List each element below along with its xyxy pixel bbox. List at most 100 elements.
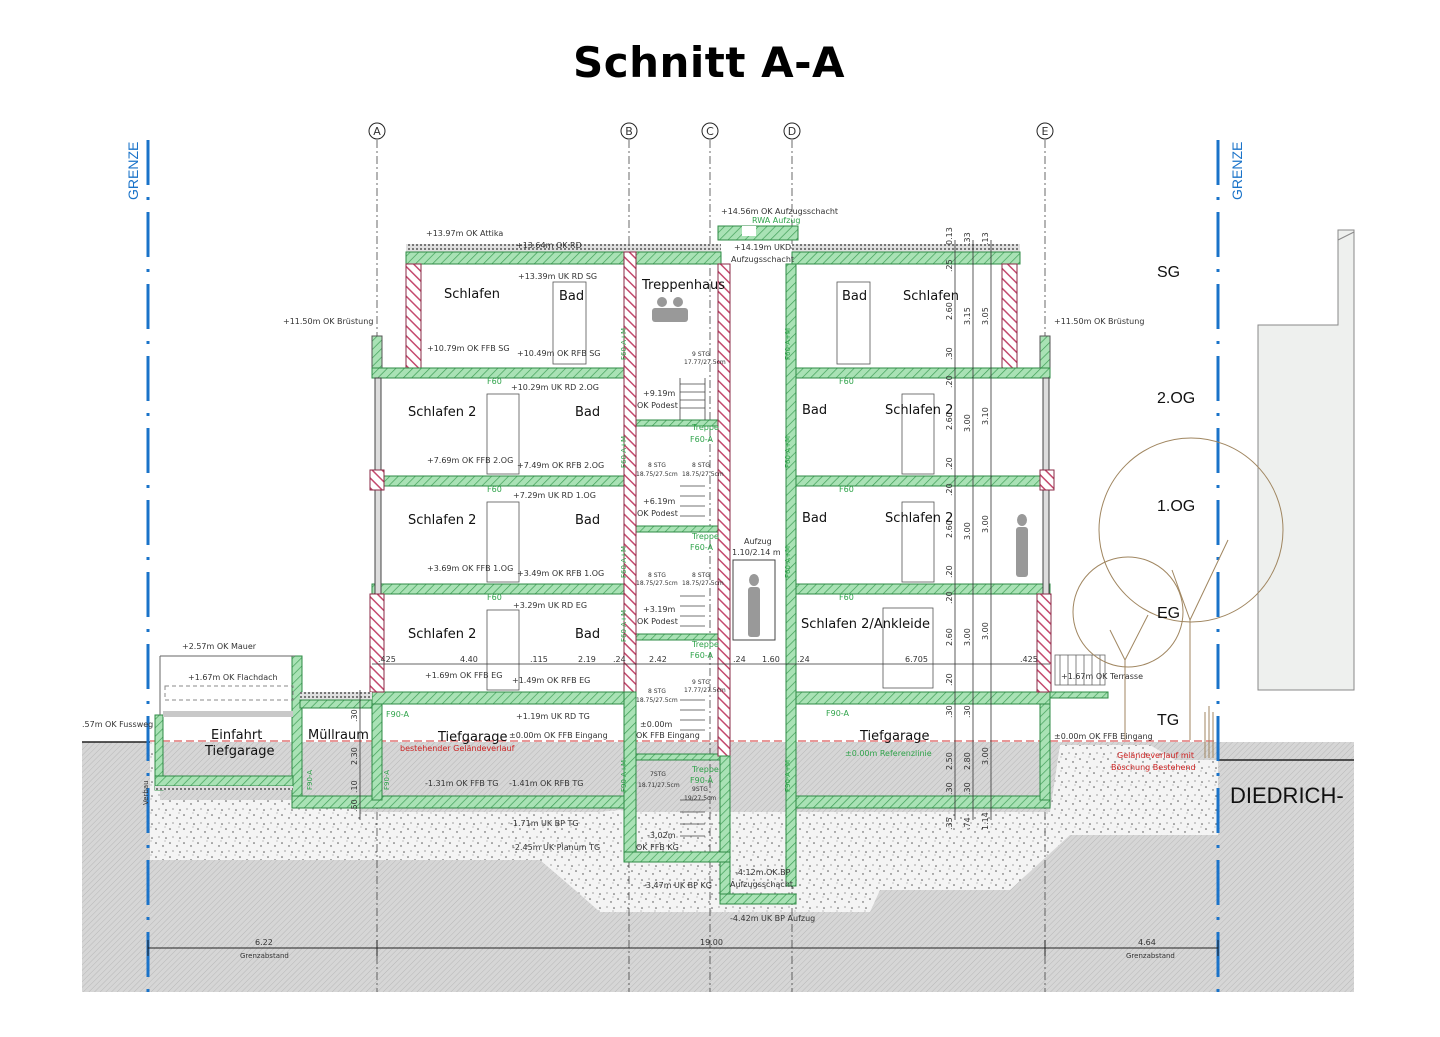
svg-text:8 STG: 8 STG <box>692 462 710 469</box>
svg-text:17.77/27.5cm: 17.77/27.5cm <box>684 359 726 366</box>
svg-text:.74: .74 <box>963 817 972 830</box>
svg-text:8 STG: 8 STG <box>648 688 666 695</box>
level-tg: TG <box>1157 712 1179 729</box>
svg-text:.13: .13 <box>981 232 990 245</box>
svg-text:2.30: 2.30 <box>350 747 359 765</box>
svg-text:+1.67m OK Flachdach: +1.67m OK Flachdach <box>188 673 278 682</box>
svg-text:F90-A: F90-A <box>306 770 314 790</box>
level-eg: EG <box>1157 605 1180 622</box>
svg-text:+14.56m OK Aufzugsschacht: +14.56m OK Aufzugsschacht <box>721 207 838 216</box>
svg-text:F60-A+M: F60-A+M <box>620 546 628 578</box>
neighbor-building <box>1257 229 1355 691</box>
street-label: DIEDRICH- <box>1230 783 1344 808</box>
svg-text:+13.64m OK RD: +13.64m OK RD <box>516 241 582 250</box>
svg-text:Treppe: Treppe <box>691 765 719 774</box>
svg-text:Treppenhaus: Treppenhaus <box>641 278 725 293</box>
svg-text:0.13: 0.13 <box>945 227 954 245</box>
grenze-right-label: GRENZE <box>1229 142 1245 200</box>
svg-text:Müllraum: Müllraum <box>308 728 369 743</box>
svg-text:±0.00m OK FFB Eingang: ±0.00m OK FFB Eingang <box>509 731 608 740</box>
svg-text:.20: .20 <box>945 457 954 470</box>
svg-text:-3.47m UK BP KG: -3.47m UK BP KG <box>643 881 712 890</box>
svg-text:Treppe: Treppe <box>691 640 719 649</box>
svg-text:+13.97m OK Attika: +13.97m OK Attika <box>426 229 503 238</box>
svg-text:3.10: 3.10 <box>981 407 990 425</box>
svg-text:Bad: Bad <box>575 513 600 528</box>
svg-text:F90-A+M: F90-A+M <box>620 760 628 792</box>
svg-text:.30: .30 <box>945 782 954 795</box>
svg-text:+13.39m UK RD SG: +13.39m UK RD SG <box>518 272 597 281</box>
svg-text:OK Podest: OK Podest <box>637 401 678 410</box>
svg-text:F60: F60 <box>839 377 854 386</box>
axis-E: E <box>1036 122 1054 992</box>
svg-text:±0.00m: ±0.00m <box>640 720 673 729</box>
svg-text:.24: .24 <box>797 655 810 664</box>
svg-text:.20: .20 <box>945 483 954 496</box>
svg-text:1.14: 1.14 <box>981 812 990 830</box>
svg-text:bestehender Geländeverlauf: bestehender Geländeverlauf <box>400 744 515 753</box>
svg-text:.30: .30 <box>350 709 359 722</box>
svg-text:Bad: Bad <box>575 627 600 642</box>
svg-text:F90-A: F90-A <box>690 776 713 785</box>
svg-text:+3.69m OK FFB 1.OG: +3.69m OK FFB 1.OG <box>427 564 513 573</box>
svg-text:7STG: 7STG <box>650 771 666 778</box>
svg-text:17.77/27.5cm: 17.77/27.5cm <box>684 687 726 694</box>
axis-C: C <box>701 122 719 992</box>
svg-text:1.60: 1.60 <box>762 655 780 664</box>
svg-text:Tiefgarage: Tiefgarage <box>437 730 508 745</box>
svg-text:Aufzug: Aufzug <box>744 537 772 546</box>
svg-text:F60: F60 <box>487 485 502 494</box>
svg-text:+10.79m OK FFB SG: +10.79m OK FFB SG <box>427 344 510 353</box>
svg-text:4.40: 4.40 <box>460 655 478 664</box>
svg-text:Schlafen 2: Schlafen 2 <box>408 405 476 420</box>
svg-text:.20: .20 <box>945 591 954 604</box>
svg-text:Böschung Bestehend: Böschung Bestehend <box>1111 763 1196 772</box>
boundary-lines: GRENZE GRENZE <box>125 140 1245 992</box>
svg-text:.30: .30 <box>963 782 972 795</box>
svg-text:+3.29m UK RD EG: +3.29m UK RD EG <box>513 601 587 610</box>
svg-text:8 STG: 8 STG <box>648 572 666 579</box>
svg-text:.30: .30 <box>963 705 972 718</box>
svg-text:F90-A: F90-A <box>386 710 409 719</box>
svg-text:6.705: 6.705 <box>905 655 928 664</box>
svg-text:Treppe: Treppe <box>691 532 719 541</box>
svg-text:F60: F60 <box>487 377 502 386</box>
svg-text:+1.67m OK Terrasse: +1.67m OK Terrasse <box>1061 672 1143 681</box>
eg-dimension-row: .425 4.40 .115 2.19 .24 2.42 .24 1.60 .2… <box>372 655 1050 665</box>
svg-text:8 STG: 8 STG <box>648 462 666 469</box>
svg-text:4.64: 4.64 <box>1138 938 1156 947</box>
svg-text:Schlafen: Schlafen <box>444 287 500 302</box>
svg-text:.24: .24 <box>733 655 746 664</box>
svg-text:F60-A+M: F60-A+M <box>620 328 628 360</box>
svg-text:+1.19m UK RD TG: +1.19m UK RD TG <box>516 712 590 721</box>
svg-text:2.60: 2.60 <box>945 412 954 430</box>
svg-text:Grenzabstand: Grenzabstand <box>240 952 289 960</box>
svg-text:+1.49m OK RFB EG: +1.49m OK RFB EG <box>512 676 590 685</box>
svg-text:+7.69m OK FFB 2.OG: +7.69m OK FFB 2.OG <box>427 456 513 465</box>
svg-text:+3.19m: +3.19m <box>643 605 676 614</box>
svg-text:OK FFB KG: OK FFB KG <box>636 843 679 852</box>
svg-text:±0.00m OK FFB Eingang: ±0.00m OK FFB Eingang <box>1054 732 1153 741</box>
svg-text:2.42: 2.42 <box>649 655 667 664</box>
grenze-left-label: GRENZE <box>125 142 141 200</box>
building-structure <box>154 225 1109 905</box>
svg-text:-4.12m OK BP: -4.12m OK BP <box>735 868 791 877</box>
room-labels: Schlafen Bad Treppenhaus Bad Schlafen Sc… <box>204 278 959 759</box>
svg-text:Schlafen: Schlafen <box>903 289 959 304</box>
elevation-labels: +13.97m OK Attika +13.64m OK RD +13.39m … <box>82 207 1153 923</box>
svg-text:.10: .10 <box>350 780 359 793</box>
svg-text:Bad: Bad <box>559 289 584 304</box>
svg-text:F60-A+M: F60-A+M <box>784 436 792 468</box>
svg-text:.30: .30 <box>945 347 954 360</box>
svg-text:F60-A: F60-A <box>690 651 713 660</box>
svg-text:3.00: 3.00 <box>981 622 990 640</box>
svg-text:2.60: 2.60 <box>945 520 954 538</box>
svg-text:+1.69m OK FFB EG: +1.69m OK FFB EG <box>425 671 502 680</box>
svg-text:Bad: Bad <box>802 403 827 418</box>
svg-text:+9.19m: +9.19m <box>643 389 676 398</box>
svg-text:Bad: Bad <box>575 405 600 420</box>
svg-text:+7.49m OK RFB 2.OG: +7.49m OK RFB 2.OG <box>517 461 604 470</box>
svg-text:.50: .50 <box>350 799 359 812</box>
svg-text:OK FFB Eingang: OK FFB Eingang <box>636 731 700 740</box>
svg-text:.20: .20 <box>945 375 954 388</box>
